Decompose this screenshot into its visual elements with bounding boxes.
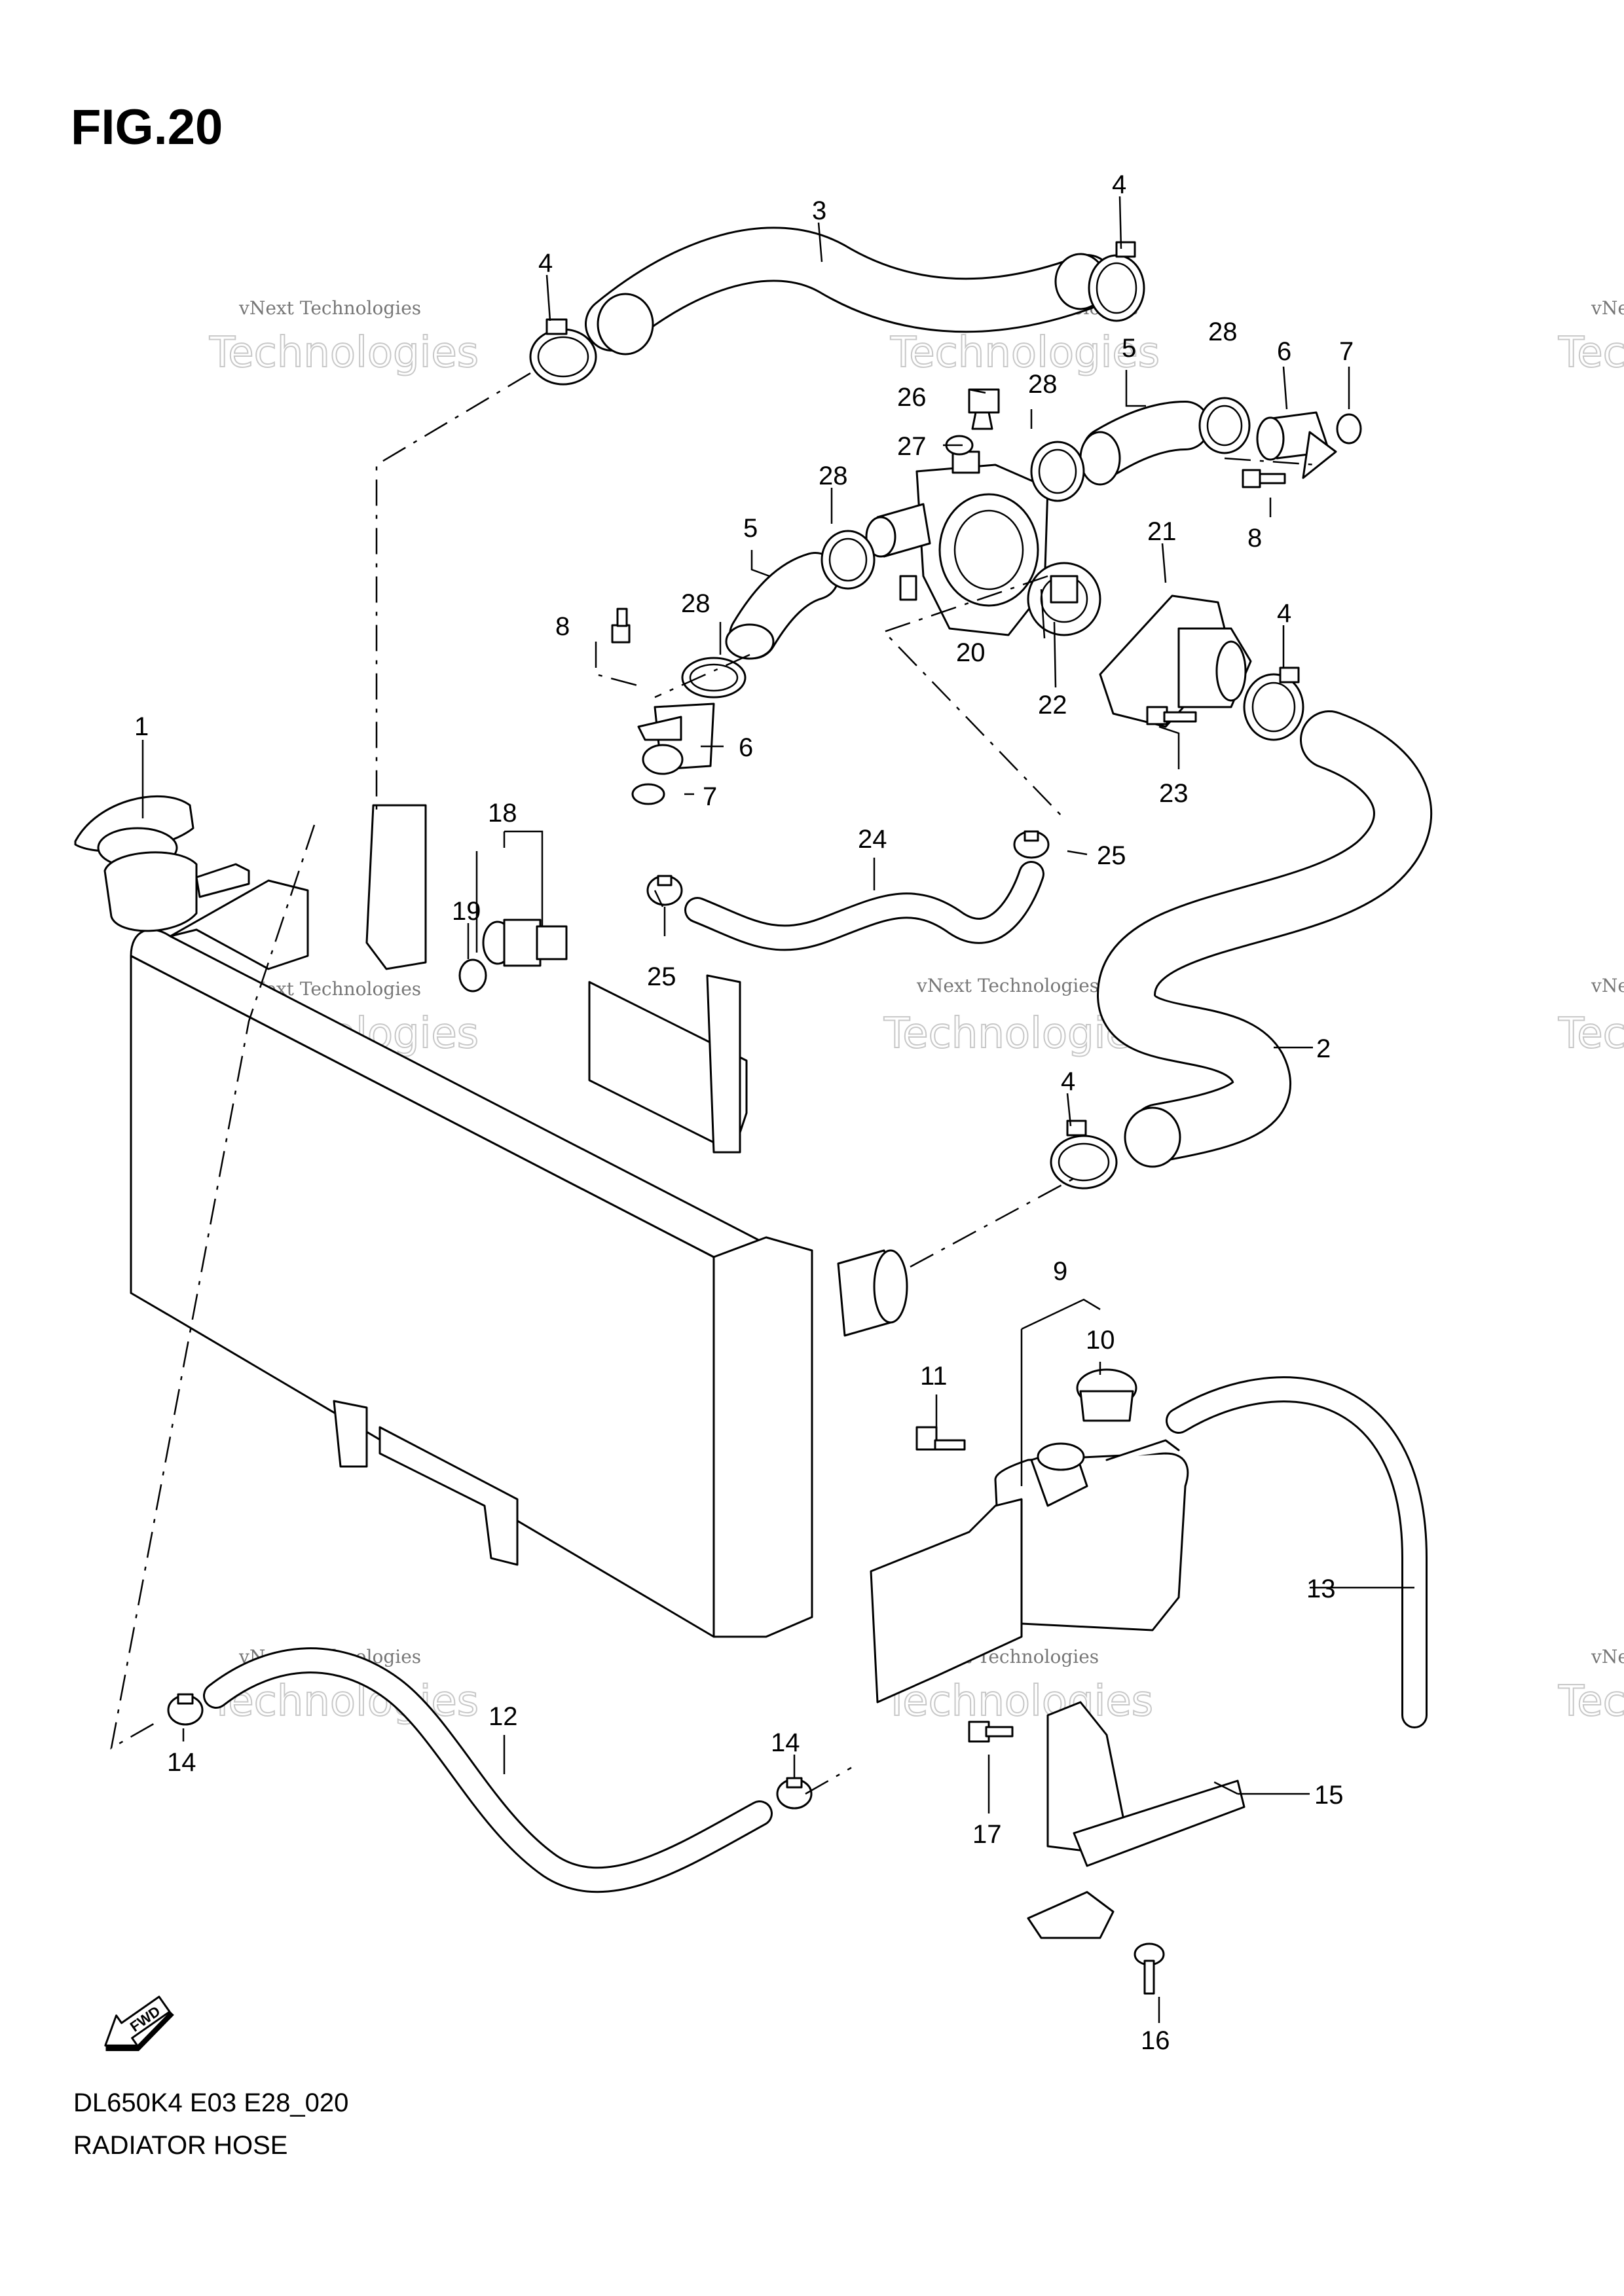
callout-13: 13 <box>1306 1575 1336 1603</box>
callout-4: 4 <box>1061 1067 1075 1096</box>
o-ring <box>631 783 665 805</box>
thermostat <box>1027 562 1101 636</box>
callout-10: 10 <box>1086 1326 1115 1355</box>
callout-1: 1 <box>134 712 149 741</box>
watermark-text: vNext Technologies <box>1591 975 1624 996</box>
watermark-text: Technologies <box>209 329 479 377</box>
bolt <box>915 1426 966 1451</box>
callout-22: 22 <box>1038 691 1067 720</box>
forward-arrow-icon: FWD <box>104 1995 174 2051</box>
callout-2: 2 <box>1316 1034 1331 1063</box>
o-ring <box>1336 413 1362 445</box>
temperature-sensor <box>968 388 1000 430</box>
reservoir-hose <box>203 1647 773 1893</box>
hose-clip <box>167 1693 204 1726</box>
hose-clamp <box>529 318 597 386</box>
hose-clamp <box>821 530 876 590</box>
callout-5: 5 <box>743 514 758 543</box>
callout-11: 11 <box>920 1362 948 1391</box>
callout-8: 8 <box>1247 524 1262 553</box>
callout-20: 20 <box>956 638 986 667</box>
alignment-lines <box>110 372 1317 1795</box>
callout-17: 17 <box>972 1820 1002 1849</box>
figure-name: RADIATOR HOSE <box>73 2131 287 2160</box>
callout-12: 12 <box>489 1702 518 1731</box>
callout-4: 4 <box>1277 599 1291 628</box>
o-ring <box>458 958 487 993</box>
water-pipe <box>1256 411 1337 479</box>
callout-4: 4 <box>1112 170 1126 199</box>
watermark-text: Technologies <box>890 329 1160 377</box>
bolt <box>1146 706 1197 725</box>
hose-clamp <box>1030 441 1085 502</box>
callout-3: 3 <box>812 196 826 225</box>
callout-8: 8 <box>555 612 570 641</box>
callout-23: 23 <box>1159 779 1189 808</box>
callout-6: 6 <box>1277 337 1291 366</box>
callout-5: 5 <box>1122 334 1136 363</box>
thermostat-cover <box>1099 594 1252 728</box>
callout-14: 14 <box>167 1748 196 1777</box>
breather-hose <box>1166 1376 1428 1728</box>
leader-lines <box>141 196 1414 2023</box>
hose-clip <box>776 1777 813 1810</box>
thermostat-housing <box>865 450 1049 636</box>
callout-28: 28 <box>1208 318 1238 346</box>
callouts: 1 2 3 4 4 4 4 5 5 6 6 7 7 8 8 9 10 11 12… <box>134 170 1354 2055</box>
hose-clamp <box>1198 397 1251 454</box>
callout-16: 16 <box>1141 2026 1170 2055</box>
watermark-text: vNext Technologies <box>238 297 421 319</box>
lower-radiator-hose <box>1097 710 1432 1168</box>
callout-26: 26 <box>897 383 927 412</box>
callout-9: 9 <box>1053 1257 1067 1286</box>
callout-28: 28 <box>819 462 848 490</box>
callout-27: 27 <box>897 432 927 461</box>
hose-clamp <box>681 657 747 699</box>
reservoir-tank <box>994 1439 1189 1631</box>
watermark-text: Technologies <box>1558 1010 1624 1058</box>
bolt <box>611 608 631 644</box>
radiator-cap <box>74 795 250 932</box>
watermark-text: vNext Technologies <box>916 975 1099 996</box>
hose-clip <box>646 875 683 906</box>
bolt <box>1242 469 1286 488</box>
rivet <box>1134 1942 1165 1995</box>
figure-code: DL650K4 E03 E28_020 <box>73 2088 348 2117</box>
watermark-text: Technologies <box>1558 1677 1624 1726</box>
bypass-hose <box>684 861 1044 951</box>
callout-28: 28 <box>681 589 710 618</box>
callout-19: 19 <box>452 897 481 926</box>
callout-28: 28 <box>1028 370 1058 399</box>
callout-18: 18 <box>488 799 517 828</box>
radiator <box>130 804 908 1638</box>
hose-clamp <box>1243 666 1304 741</box>
fan-switch <box>482 919 568 967</box>
watermark-text: vNext Technologies <box>1591 1646 1624 1667</box>
callout-15: 15 <box>1314 1781 1344 1810</box>
hose-clip <box>1013 830 1050 859</box>
watermark-text: vNext Technologies <box>1591 297 1624 319</box>
callout-6: 6 <box>739 733 753 762</box>
callout-7: 7 <box>1339 337 1354 366</box>
callout-25: 25 <box>1097 841 1126 870</box>
hose-clamp <box>1050 1120 1118 1190</box>
callout-24: 24 <box>858 825 887 854</box>
water-pipe <box>637 702 715 775</box>
watermark-text: Technologies <box>1558 329 1624 377</box>
figure-title: FIG.20 <box>71 100 223 155</box>
watermark-text: Technologies <box>883 1677 1153 1726</box>
callout-14: 14 <box>771 1728 800 1757</box>
small-hose <box>725 552 840 660</box>
hose-clamp <box>1088 241 1145 322</box>
callout-4: 4 <box>538 249 553 278</box>
reservoir-cap <box>1076 1368 1137 1422</box>
callout-25: 25 <box>647 962 676 991</box>
bolt <box>968 1721 1014 1743</box>
callout-21: 21 <box>1147 517 1177 546</box>
reservoir-bracket <box>870 1498 1246 1939</box>
small-hose <box>1079 401 1210 486</box>
callout-7: 7 <box>703 782 717 811</box>
